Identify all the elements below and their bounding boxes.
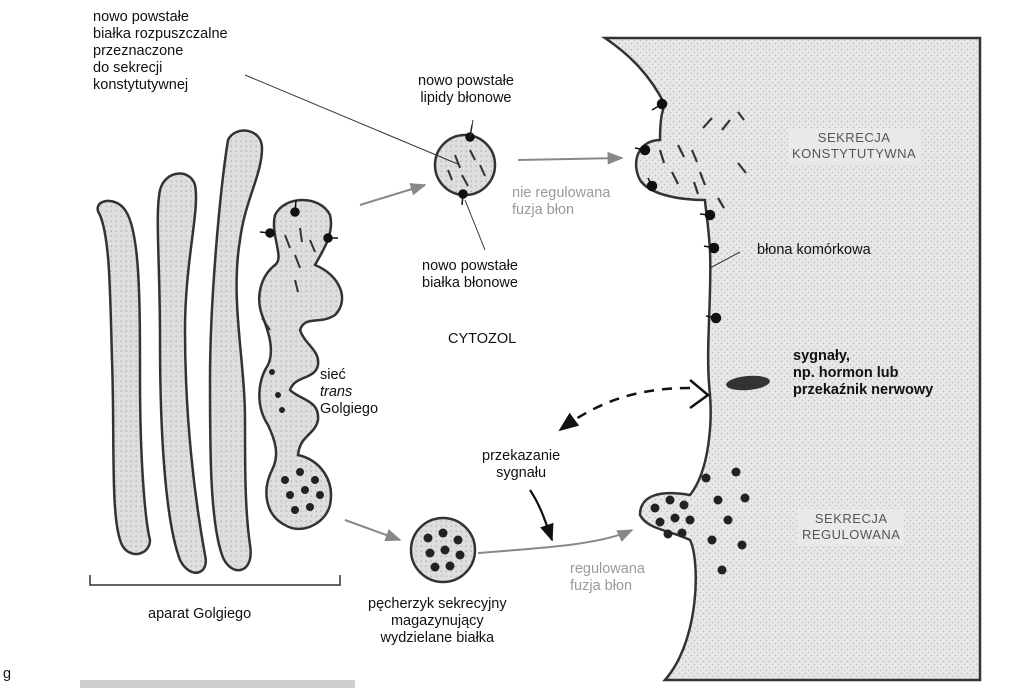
golgi-membrane-proteins — [259, 199, 338, 243]
label-secretory-vesicle: pęcherzyk sekrecyjny magazynujący wydzie… — [368, 596, 507, 646]
golgi-cisterna-3 — [208, 129, 264, 572]
label-signals: sygnały, np. hormon lub przekaźnik nerwo… — [793, 348, 934, 398]
fusion-proteins — [634, 98, 722, 324]
label-cell-membrane: błona komórkowa — [757, 242, 871, 258]
golgi-cisterna-2 — [156, 172, 208, 574]
label-trans-golgi: sieć trans Golgiego — [320, 367, 379, 417]
secretory-vesicle-granules — [423, 528, 465, 572]
label-signal-transduction: przekazanie sygnału — [482, 448, 561, 481]
constitutive-vesicle — [433, 133, 497, 197]
label-golgi-apparatus: aparat Golgiego — [148, 606, 252, 622]
golgi-cisterna-1 — [96, 199, 152, 556]
label-new-membrane-proteins: nowo powstałe białka błonowe — [422, 258, 518, 291]
label-regulated-fusion: regulowana fuzja błon — [570, 561, 645, 594]
label-regulated-secretion: SEKRECJA REGULOWANA — [798, 509, 905, 545]
leader-membrane-proteins — [464, 199, 486, 251]
vesicle-cargo-dashes — [447, 149, 486, 187]
arrow-golgi-to-vesicle — [359, 183, 427, 206]
arrow-vesicle-to-membrane — [517, 151, 624, 165]
corner-letter: g — [3, 666, 12, 682]
label-constitutive-secretion: SEKRECJA KONSTYTUTYWNA — [788, 128, 921, 164]
leader-cell-membrane — [709, 251, 741, 269]
leader-lipids — [469, 119, 474, 138]
leader-soluble-proteins — [244, 74, 461, 166]
label-new-soluble-proteins: nowo powstałe białka rozpuszczalne przez… — [93, 9, 228, 93]
secreted-cargo-dashes — [658, 111, 747, 209]
golgi-granules — [269, 369, 324, 514]
label-cytosol: CYTOZOL — [448, 331, 517, 347]
bottom-strip — [80, 680, 355, 688]
receptor — [689, 379, 711, 410]
golgi-bracket — [89, 575, 341, 586]
label-unregulated-fusion: nie regulowana fuzja błon — [512, 185, 611, 218]
arrow-signal-transduction — [529, 489, 554, 542]
label-new-lipids: nowo powstałe lipidy błonowe — [418, 73, 514, 106]
arrow-signal-dashed — [558, 386, 691, 432]
regulated-granules — [650, 467, 750, 575]
golgi-cargo-dashes — [261, 227, 316, 331]
signal-molecule — [726, 375, 770, 391]
trans-golgi-network — [258, 198, 344, 531]
arrow-secretory-to-membrane — [477, 529, 634, 554]
arrow-golgi-to-secretory — [344, 519, 402, 542]
